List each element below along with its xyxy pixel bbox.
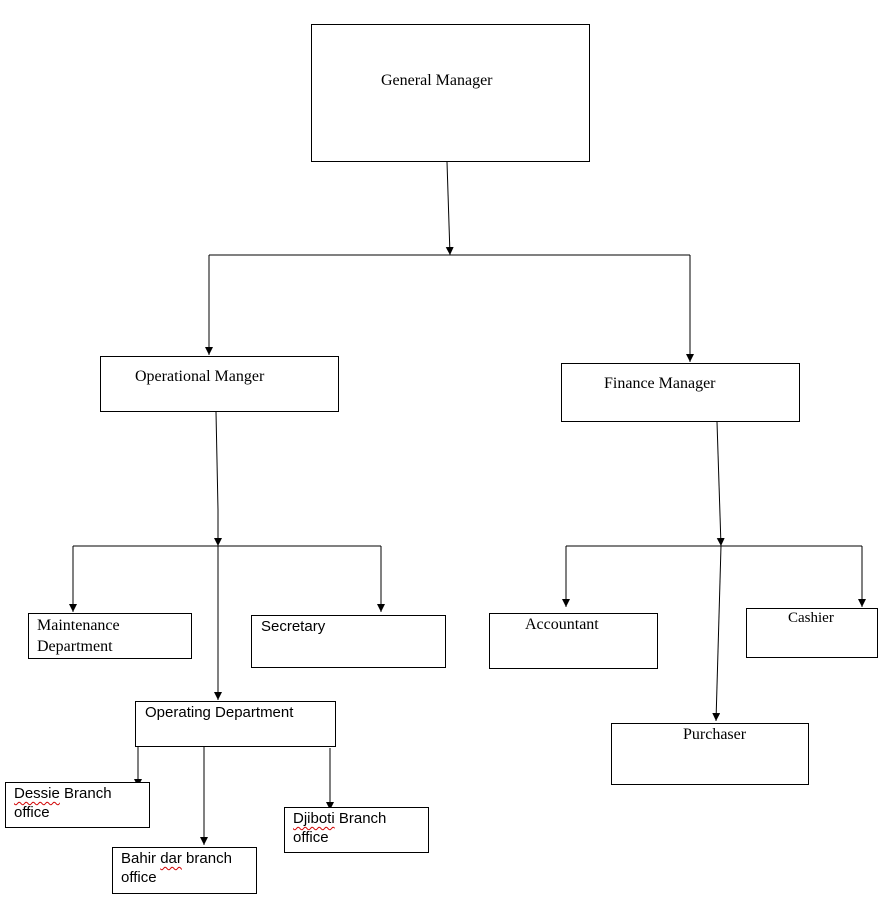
maintenance-department-box: Maintenance Department: [28, 613, 192, 659]
accountant-label: Accountant: [525, 616, 599, 633]
connector-finance-to-split: [716, 421, 725, 547]
bahir-dar-branch-label: Bahir dar branch office: [121, 849, 232, 887]
secretary-box: Secretary: [251, 615, 446, 668]
general-manager-label: General Manager: [381, 72, 493, 89]
djiboti-branch-box: Djiboti Branch office: [284, 807, 429, 853]
purchaser-box: Purchaser: [611, 723, 809, 785]
cashier-label: Cashier: [788, 610, 834, 626]
djiboti-branch-label: Djiboti Branch office: [293, 809, 386, 847]
accountant-box: Accountant: [489, 613, 658, 669]
bahir-dar-branch-label-rest: branch office: [121, 850, 232, 886]
general-manager-box: General Manager: [311, 24, 590, 162]
bahir-dar-branch-name-part1: Bahir: [121, 850, 157, 867]
djiboti-branch-name: Djiboti: [293, 810, 335, 827]
dessie-branch-box: Dessie Branch office: [5, 782, 150, 828]
bahir-dar-branch-name-part2: dar: [160, 850, 182, 867]
cashier-box: Cashier: [746, 608, 878, 658]
operating-department-label: Operating Department: [145, 704, 294, 721]
dessie-branch-label: Dessie Branch office: [14, 784, 112, 822]
finance-manager-box: Finance Manager: [561, 363, 800, 422]
bahir-dar-branch-box: Bahir dar branch office: [112, 847, 257, 894]
connector-gm-to-split: [445, 161, 454, 256]
secretary-label: Secretary: [261, 618, 326, 635]
dessie-branch-label-rest: Branch office: [14, 785, 112, 821]
operational-manager-label: Operational Manger: [135, 368, 265, 385]
purchaser-label: Purchaser: [683, 726, 747, 743]
maintenance-department-label: Maintenance Department: [37, 617, 120, 655]
operational-manager-box: Operational Manger: [100, 356, 339, 412]
connector-operational-to-split: [215, 411, 219, 511]
connector-to-purchaser: [712, 545, 722, 722]
dessie-branch-name: Dessie: [14, 785, 60, 802]
operating-department-box: Operating Department: [135, 701, 336, 747]
finance-manager-label: Finance Manager: [604, 375, 716, 392]
djiboti-branch-label-rest: Branch office: [293, 810, 387, 846]
